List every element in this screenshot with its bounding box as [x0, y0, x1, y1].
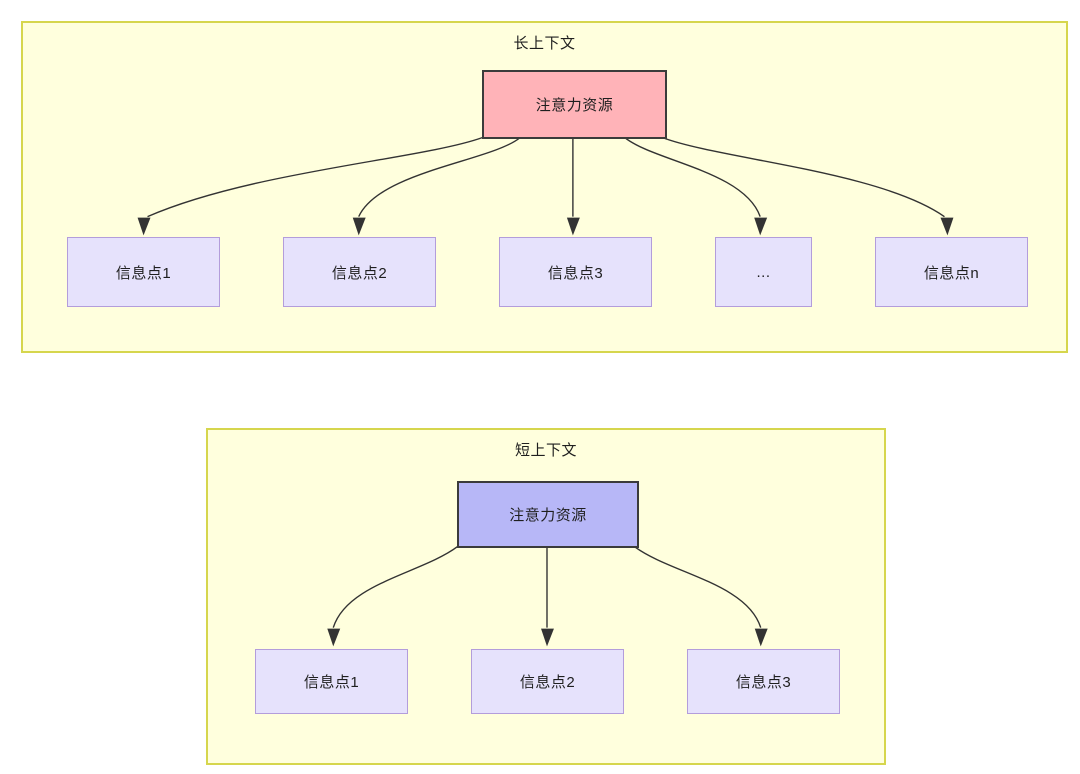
node-info-point-long-ellipsis[interactable]: ...	[715, 237, 812, 307]
arrowhead-leaf-5	[940, 217, 954, 236]
edge-root-to-leaf-4	[624, 137, 761, 217]
edge-root-to-leaf-5	[662, 136, 945, 218]
node-info-point-long-n[interactable]: 信息点n	[875, 237, 1028, 307]
node-attention-resource-long[interactable]: 注意力资源	[482, 70, 667, 139]
panel-short-context-title: 短上下文	[514, 442, 577, 459]
edge-root-to-leaf-2	[358, 137, 521, 217]
node-info-point-short-2-label: 信息点2	[519, 674, 576, 691]
node-attention-resource-short-label: 注意力资源	[509, 507, 587, 524]
edge-root-to-leaf-3	[634, 546, 762, 628]
node-info-point-short-1[interactable]: 信息点1	[255, 649, 408, 714]
node-info-point-long-1[interactable]: 信息点1	[67, 237, 220, 307]
node-info-point-long-2-label: 信息点2	[331, 264, 388, 282]
node-info-point-long-2[interactable]: 信息点2	[283, 237, 436, 307]
panel-long-context-title: 长上下文	[513, 35, 576, 52]
panel-short-context: 短上下文 注意力资源 信息点1 信息点2 信息点3	[206, 428, 886, 765]
node-attention-resource-long-label: 注意力资源	[535, 97, 614, 114]
node-info-point-long-n-label: 信息点n	[923, 264, 980, 282]
node-info-point-short-1-label: 信息点1	[303, 674, 360, 691]
node-info-point-long-3[interactable]: 信息点3	[499, 237, 652, 307]
arrowhead-leaf-3	[754, 628, 768, 647]
arrowhead-leaf-3	[566, 217, 580, 236]
node-info-point-short-3-label: 信息点3	[735, 674, 792, 691]
node-info-point-long-ellipsis-label: ...	[756, 263, 771, 281]
node-info-point-short-2[interactable]: 信息点2	[471, 649, 624, 714]
arrowhead-leaf-1	[137, 217, 151, 236]
node-info-point-long-3-label: 信息点3	[547, 264, 604, 282]
arrowhead-leaf-1	[327, 628, 341, 647]
arrowhead-leaf-2	[352, 217, 366, 236]
node-info-point-short-3[interactable]: 信息点3	[687, 649, 840, 714]
node-attention-resource-short[interactable]: 注意力资源	[457, 481, 639, 548]
arrowhead-leaf-4	[754, 217, 768, 236]
panel-long-context: 长上下文 注意力资源 信息点1 信息点2	[21, 21, 1068, 353]
arrowhead-leaf-2	[541, 628, 554, 647]
edge-root-to-leaf-1	[147, 136, 483, 218]
node-info-point-long-1-label: 信息点1	[115, 264, 172, 282]
edge-root-to-leaf-1	[332, 546, 458, 628]
